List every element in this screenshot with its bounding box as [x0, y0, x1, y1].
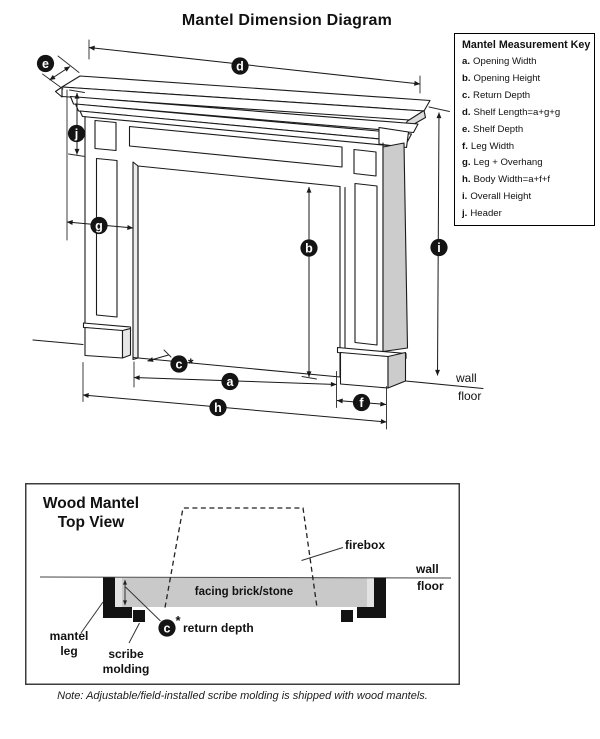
- key-item-h: h.Body Width=a+f+f: [462, 174, 551, 186]
- marker-b-label: b: [305, 241, 313, 255]
- marker-f-label: f: [359, 396, 364, 410]
- measurement-key-box: Mantel Measurement Key a.Opening Width b…: [454, 33, 595, 226]
- marker-d: d: [231, 57, 249, 75]
- marker-g: g: [90, 216, 108, 235]
- mantel-leg-label-line1: mantel: [50, 629, 89, 643]
- mantel-panels: [94, 119, 378, 346]
- c-asterisk: *: [188, 355, 194, 371]
- scribe-molding-right-shape: [341, 610, 353, 622]
- scribe-leader: [128, 622, 140, 644]
- marker-g-label: g: [95, 219, 103, 233]
- marker-j-label: j: [74, 127, 78, 141]
- scribe-strip-right: [367, 578, 374, 607]
- marker-f: f: [352, 393, 371, 412]
- return-depth-leader: [125, 586, 161, 622]
- mantel-leg-leader: [80, 601, 104, 634]
- return-depth-label: return depth: [183, 621, 254, 635]
- scribe-label-line2: molding: [103, 662, 150, 676]
- key-item-b: b.Opening Height: [462, 72, 541, 84]
- scribe-molding-left-shape: [133, 610, 145, 622]
- marker-j: j: [67, 124, 86, 143]
- key-item-i: i.Overall Height: [462, 191, 532, 203]
- marker-i-label: i: [437, 241, 440, 255]
- facing-brick-label: facing brick/stone: [195, 586, 293, 598]
- key-item-e: e.Shelf Depth: [462, 123, 524, 135]
- top-view-floor-label: floor: [417, 579, 444, 593]
- firebox-label: firebox: [345, 538, 385, 552]
- marker-h: h: [209, 398, 227, 417]
- mantel-body: [84, 115, 409, 378]
- dim-line-e: [49, 66, 71, 81]
- top-view-wall-label: wall: [415, 562, 439, 576]
- scribe-strip-left: [115, 578, 122, 607]
- top-view-marker-c: c * return depth: [158, 613, 254, 637]
- key-item-g: g.Leg + Overhang: [462, 157, 543, 169]
- top-view-marker-c-label: c: [164, 621, 171, 635]
- marker-a: a: [221, 372, 239, 391]
- key-item-j: j.Header: [462, 208, 502, 220]
- dim-line-h: [82, 393, 387, 424]
- facing-brick-band: [122, 578, 367, 607]
- wood-mantel-top-view: Wood Mantel Top View mantel: [25, 483, 460, 685]
- footnote: Note: Adjustable/field-installed scribe …: [57, 690, 428, 702]
- marker-b: b: [300, 239, 318, 257]
- marker-i: i: [430, 238, 448, 257]
- mantel-leg-label-line2: leg: [60, 644, 77, 658]
- plinth-right: [336, 346, 407, 389]
- top-view-title-line1: Wood Mantel: [43, 495, 139, 512]
- dimension-markers: d e j g b i c: [36, 54, 448, 417]
- key-item-a: a.Opening Width: [462, 56, 537, 67]
- firebox-leader: [301, 547, 344, 561]
- mantel-dimension-drawing: d e j g b i c: [32, 39, 484, 430]
- marker-e: e: [36, 54, 55, 73]
- mantel-leg-right-shape: [357, 577, 386, 618]
- key-item-f: f.Leg Width: [462, 140, 515, 152]
- page-title: Mantel Dimension Diagram: [181, 12, 393, 29]
- dimension-lines: [49, 45, 442, 424]
- dim-leader-c: [147, 354, 169, 362]
- top-view-leaders: [80, 547, 344, 644]
- top-view-title-line2: Top View: [58, 514, 126, 531]
- top-view-c-asterisk: *: [176, 613, 182, 628]
- floor-line: [32, 339, 484, 390]
- marker-a-label: a: [227, 375, 235, 389]
- marker-e-label: e: [42, 57, 49, 71]
- marker-d-label: d: [236, 59, 244, 73]
- marker-c-label: c: [176, 357, 183, 371]
- plinth-left: [82, 322, 132, 359]
- scribe-label-line1: scribe: [108, 647, 144, 661]
- wall-label: wall: [455, 371, 477, 385]
- floor-label: floor: [458, 389, 481, 403]
- mantel-leg-left-shape: [103, 577, 132, 618]
- dim-line-d: [88, 45, 421, 86]
- marker-c: c *: [170, 355, 194, 373]
- key-item-d: d.Shelf Length=a+g+g: [462, 106, 561, 118]
- marker-h-label: h: [214, 401, 222, 415]
- key-item-c: c.Return Depth: [462, 89, 531, 101]
- measurement-key-title: Mantel Measurement Key: [462, 39, 591, 51]
